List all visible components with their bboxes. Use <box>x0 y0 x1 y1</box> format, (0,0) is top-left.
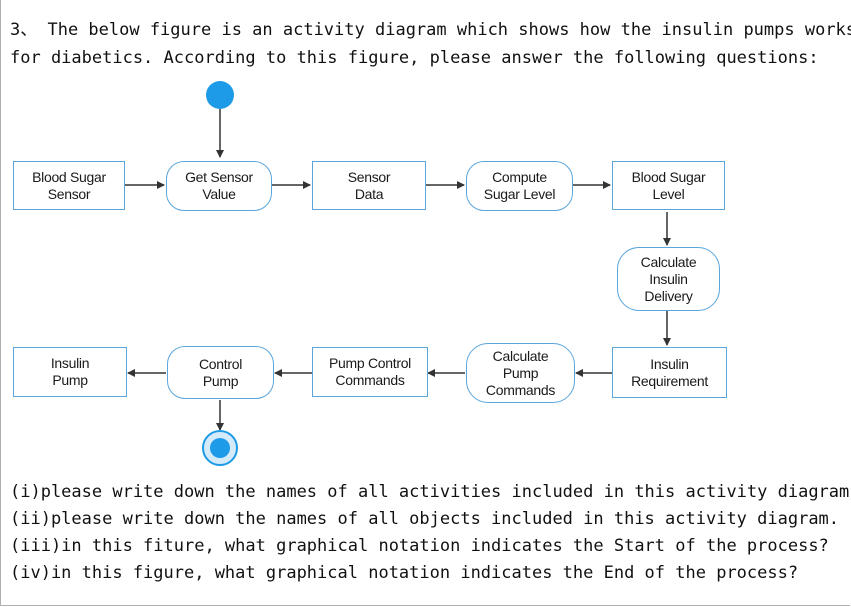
object-blood-sugar-level: Blood Sugar Level <box>612 161 725 210</box>
object-blood-sugar-sensor: Blood Sugar Sensor <box>13 161 125 210</box>
activity-compute-sugar-level: Compute Sugar Level <box>466 161 573 211</box>
activity-calculate-pump-commands: Calculate Pump Commands <box>466 343 575 403</box>
start-node <box>206 81 234 109</box>
object-sensor-data: Sensor Data <box>312 161 426 210</box>
object-pump-control-commands: Pump Control Commands <box>312 347 428 397</box>
activity-calculate-insulin-delivery: Calculate Insulin Delivery <box>617 247 720 311</box>
object-insulin-pump: Insulin Pump <box>13 347 127 397</box>
object-insulin-requirement: Insulin Requirement <box>612 347 727 398</box>
question-part-iv: (iv)in this figure, what graphical notat… <box>10 563 799 583</box>
question-intro-line-1: 3、 The below figure is an activity diagr… <box>10 20 851 40</box>
question-part-iii: (iii)in this fiture, what graphical nota… <box>10 536 829 556</box>
activity-get-sensor-value: Get Sensor Value <box>166 161 272 211</box>
question-part-ii: (ii)please write down the names of all o… <box>10 509 840 529</box>
end-node-core <box>210 438 230 458</box>
activity-control-pump: Control Pump <box>167 346 274 399</box>
question-part-i: (i)please write down the names of all ac… <box>10 482 851 502</box>
question-intro-line-2: for diabetics. According to this figure,… <box>10 48 819 68</box>
